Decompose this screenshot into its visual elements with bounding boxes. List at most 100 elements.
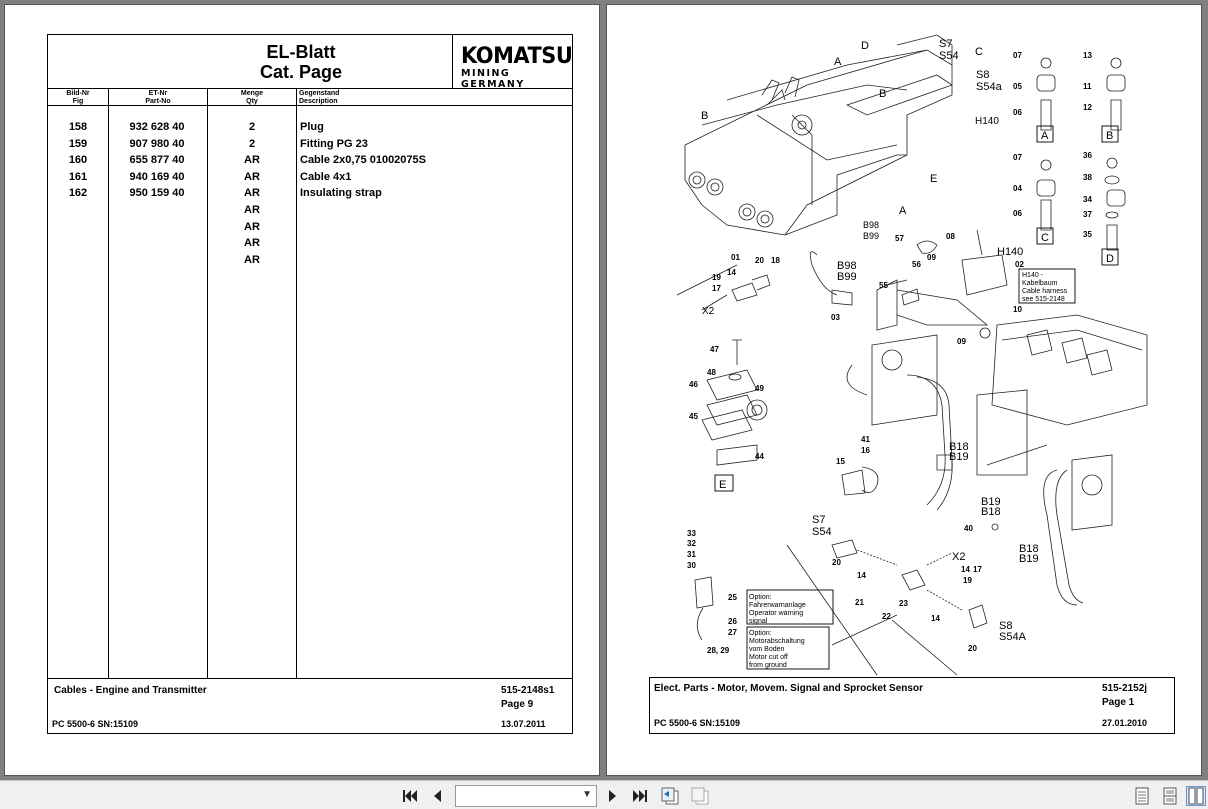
cell-description: Plug (300, 121, 324, 133)
dropdown-arrow-icon: ▼ (582, 789, 592, 800)
footer-doc-number: 515-2148s1 (501, 685, 555, 696)
callout-B18: B18 (981, 506, 1001, 518)
callout-B98: B98 (837, 260, 857, 272)
callout-E: E (930, 173, 937, 185)
company-logo: KOMATSU MINING GERMANY (452, 35, 573, 90)
callout-H140: H140 (975, 116, 999, 127)
cell-part-number: 950 159 40 (129, 187, 185, 200)
next-view-icon (691, 787, 709, 805)
two-page-view-button[interactable] (1186, 786, 1206, 806)
callout-17: 17 (973, 565, 982, 574)
callout-15: 15 (836, 457, 845, 466)
footer-machine: PC 5500-6 SN:15109 (52, 719, 139, 729)
callout-X2: X2 (952, 551, 965, 563)
first-page-button[interactable] (400, 786, 420, 806)
callout-20: 20 (755, 256, 764, 265)
callout-S54A: S54A (999, 631, 1027, 643)
cell-description: Fitting PG 23 (300, 137, 368, 150)
callout-35: 35 (1083, 230, 1092, 239)
detail-box-A: A (1041, 130, 1049, 142)
harness-note: Kabelbaum (1022, 280, 1058, 287)
previous-page-button[interactable] (427, 786, 447, 806)
callout-22: 22 (882, 612, 891, 621)
col-qty-en: Qty (246, 98, 258, 105)
footer-title: Elect. Parts - Motor, Movem. Signal and … (654, 683, 923, 694)
cell-fig: 161 (68, 170, 88, 183)
callout-19: 19 (963, 576, 972, 585)
callout-B98: B98 (863, 220, 879, 230)
single-page-view-button[interactable] (1132, 786, 1152, 806)
page-header: EL-Blatt Cat. Page KOMATSU MINING GERMAN… (48, 35, 573, 90)
cell-fig: 158 (68, 121, 88, 133)
callout-56: 56 (912, 260, 921, 269)
single-page-icon (1135, 787, 1149, 805)
callout-17: 17 (712, 284, 721, 293)
callout-23: 23 (899, 599, 908, 608)
option-note: vom Boden (749, 646, 785, 653)
last-page-button[interactable] (630, 786, 650, 806)
detail-box-B: B (1106, 130, 1113, 142)
table-row: AR (48, 204, 572, 220)
callout-07: 07 (1013, 51, 1022, 60)
callout-S54: S54 (812, 526, 832, 538)
last-page-icon (633, 790, 647, 802)
option-note: Operator warning (749, 610, 803, 617)
callout-45: 45 (689, 412, 698, 421)
callout-B19: B19 (949, 451, 969, 463)
callout-40: 40 (964, 524, 973, 533)
callout-A: A (834, 56, 842, 68)
table-row: AR (48, 254, 572, 270)
callout-B19: B19 (1019, 553, 1039, 565)
callout-10: 10 (1013, 305, 1022, 314)
footer-doc-number: 515-2152j (1102, 683, 1148, 694)
cell-part-number: 940 169 40 (129, 170, 185, 183)
go-forward-view-button[interactable] (690, 786, 710, 806)
footer-page-number: Page 9 (501, 699, 534, 710)
callout-B18: B18 (1019, 543, 1039, 555)
callout-41: 41 (861, 435, 870, 444)
callout-44: 44 (755, 452, 764, 461)
callout-46: 46 (689, 380, 698, 389)
callout-11: 11 (1083, 82, 1092, 91)
callout-47: 47 (710, 345, 719, 354)
option-note: Option: (749, 630, 772, 637)
callout-14: 14 (727, 268, 736, 277)
page-select-dropdown[interactable]: ▼ (455, 785, 597, 807)
callout-B99: B99 (863, 231, 879, 241)
cell-quantity: 2 (248, 137, 256, 150)
callout-B18: B18 (949, 441, 969, 453)
callout-A: A (899, 205, 907, 217)
callout-06: 06 (1013, 209, 1022, 218)
callout-36: 36 (1083, 151, 1092, 160)
catalog-page-right: D S7 S54 C A S8 S54a B B H140 E A B98 B9… (606, 4, 1202, 776)
column-divider (296, 89, 297, 678)
callout-S54: S54 (939, 50, 959, 62)
go-back-view-button[interactable] (660, 786, 680, 806)
callout-26: 26 (728, 617, 737, 626)
harness-note: see 515-2148 (1022, 296, 1065, 303)
cell-quantity: AR (244, 220, 260, 233)
column-headers: Bild-Nr Fig ET-Nr Part-No Menge Qty Gege… (48, 89, 572, 106)
column-divider (108, 89, 109, 678)
callout-28-29: 28, 29 (707, 646, 730, 655)
callout-20: 20 (832, 558, 841, 567)
callout-55: 55 (879, 281, 888, 290)
callout-S8: S8 (976, 69, 989, 81)
continuous-view-button[interactable] (1160, 786, 1180, 806)
page-title-de: EL-Blatt (266, 42, 336, 62)
exploded-parts-diagram: D S7 S54 C A S8 S54a B B H140 E A B98 B9… (676, 34, 1148, 676)
callout-18: 18 (771, 256, 780, 265)
footer-date: 13.07.2011 (501, 719, 546, 729)
col-desc-en: Description (299, 98, 338, 105)
callout-14: 14 (857, 571, 866, 580)
next-page-icon (609, 790, 616, 802)
callout-C: C (975, 46, 983, 58)
option-note: Option: (749, 594, 772, 601)
cell-quantity: 2 (248, 121, 256, 133)
callout-34: 34 (1083, 195, 1092, 204)
next-page-button[interactable] (603, 786, 623, 806)
callout-31: 31 (687, 550, 696, 559)
cell-quantity: AR (244, 154, 260, 167)
previous-page-icon (434, 790, 441, 802)
